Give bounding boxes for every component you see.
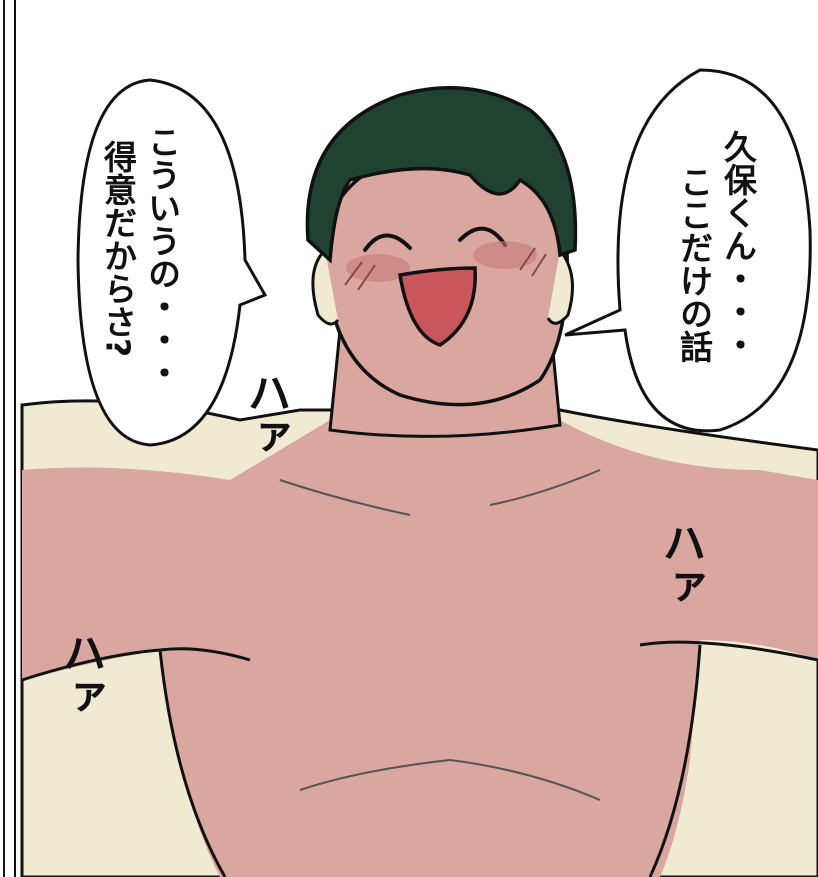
left-ear [311,248,340,326]
right-bubble-text-1: 久保くん・・・ [719,130,758,361]
hair [305,86,578,264]
left-blush [346,254,410,282]
collarbone-left [279,479,411,516]
right-eye [458,226,507,247]
left-bubble-text-2: 得意だからさ? [99,140,139,357]
blush-hatching [344,247,547,291]
right-blush [473,241,537,269]
speech-bubble-left [76,78,268,447]
collarbone-right [489,469,601,506]
right-torso-outline [648,644,702,877]
left-bubble-text-1: こういうの・・・ [143,125,182,389]
left-arm-outline [21,647,251,682]
right-arm-outline [639,640,818,662]
right-ear [546,249,574,325]
sfx-pant-right: ハァ [655,520,706,608]
left-eye [363,233,412,252]
right-bubble-text-2: ここだけの話 [675,165,714,363]
sfx-pant-top: ハァ [240,370,291,458]
left-torso-outline [158,649,227,877]
speech-bubble-right [564,68,812,433]
mouth [397,266,477,347]
sfx-pant-left: ハァ [55,630,106,718]
pectoral-line [299,758,601,801]
body-skin [22,420,818,877]
